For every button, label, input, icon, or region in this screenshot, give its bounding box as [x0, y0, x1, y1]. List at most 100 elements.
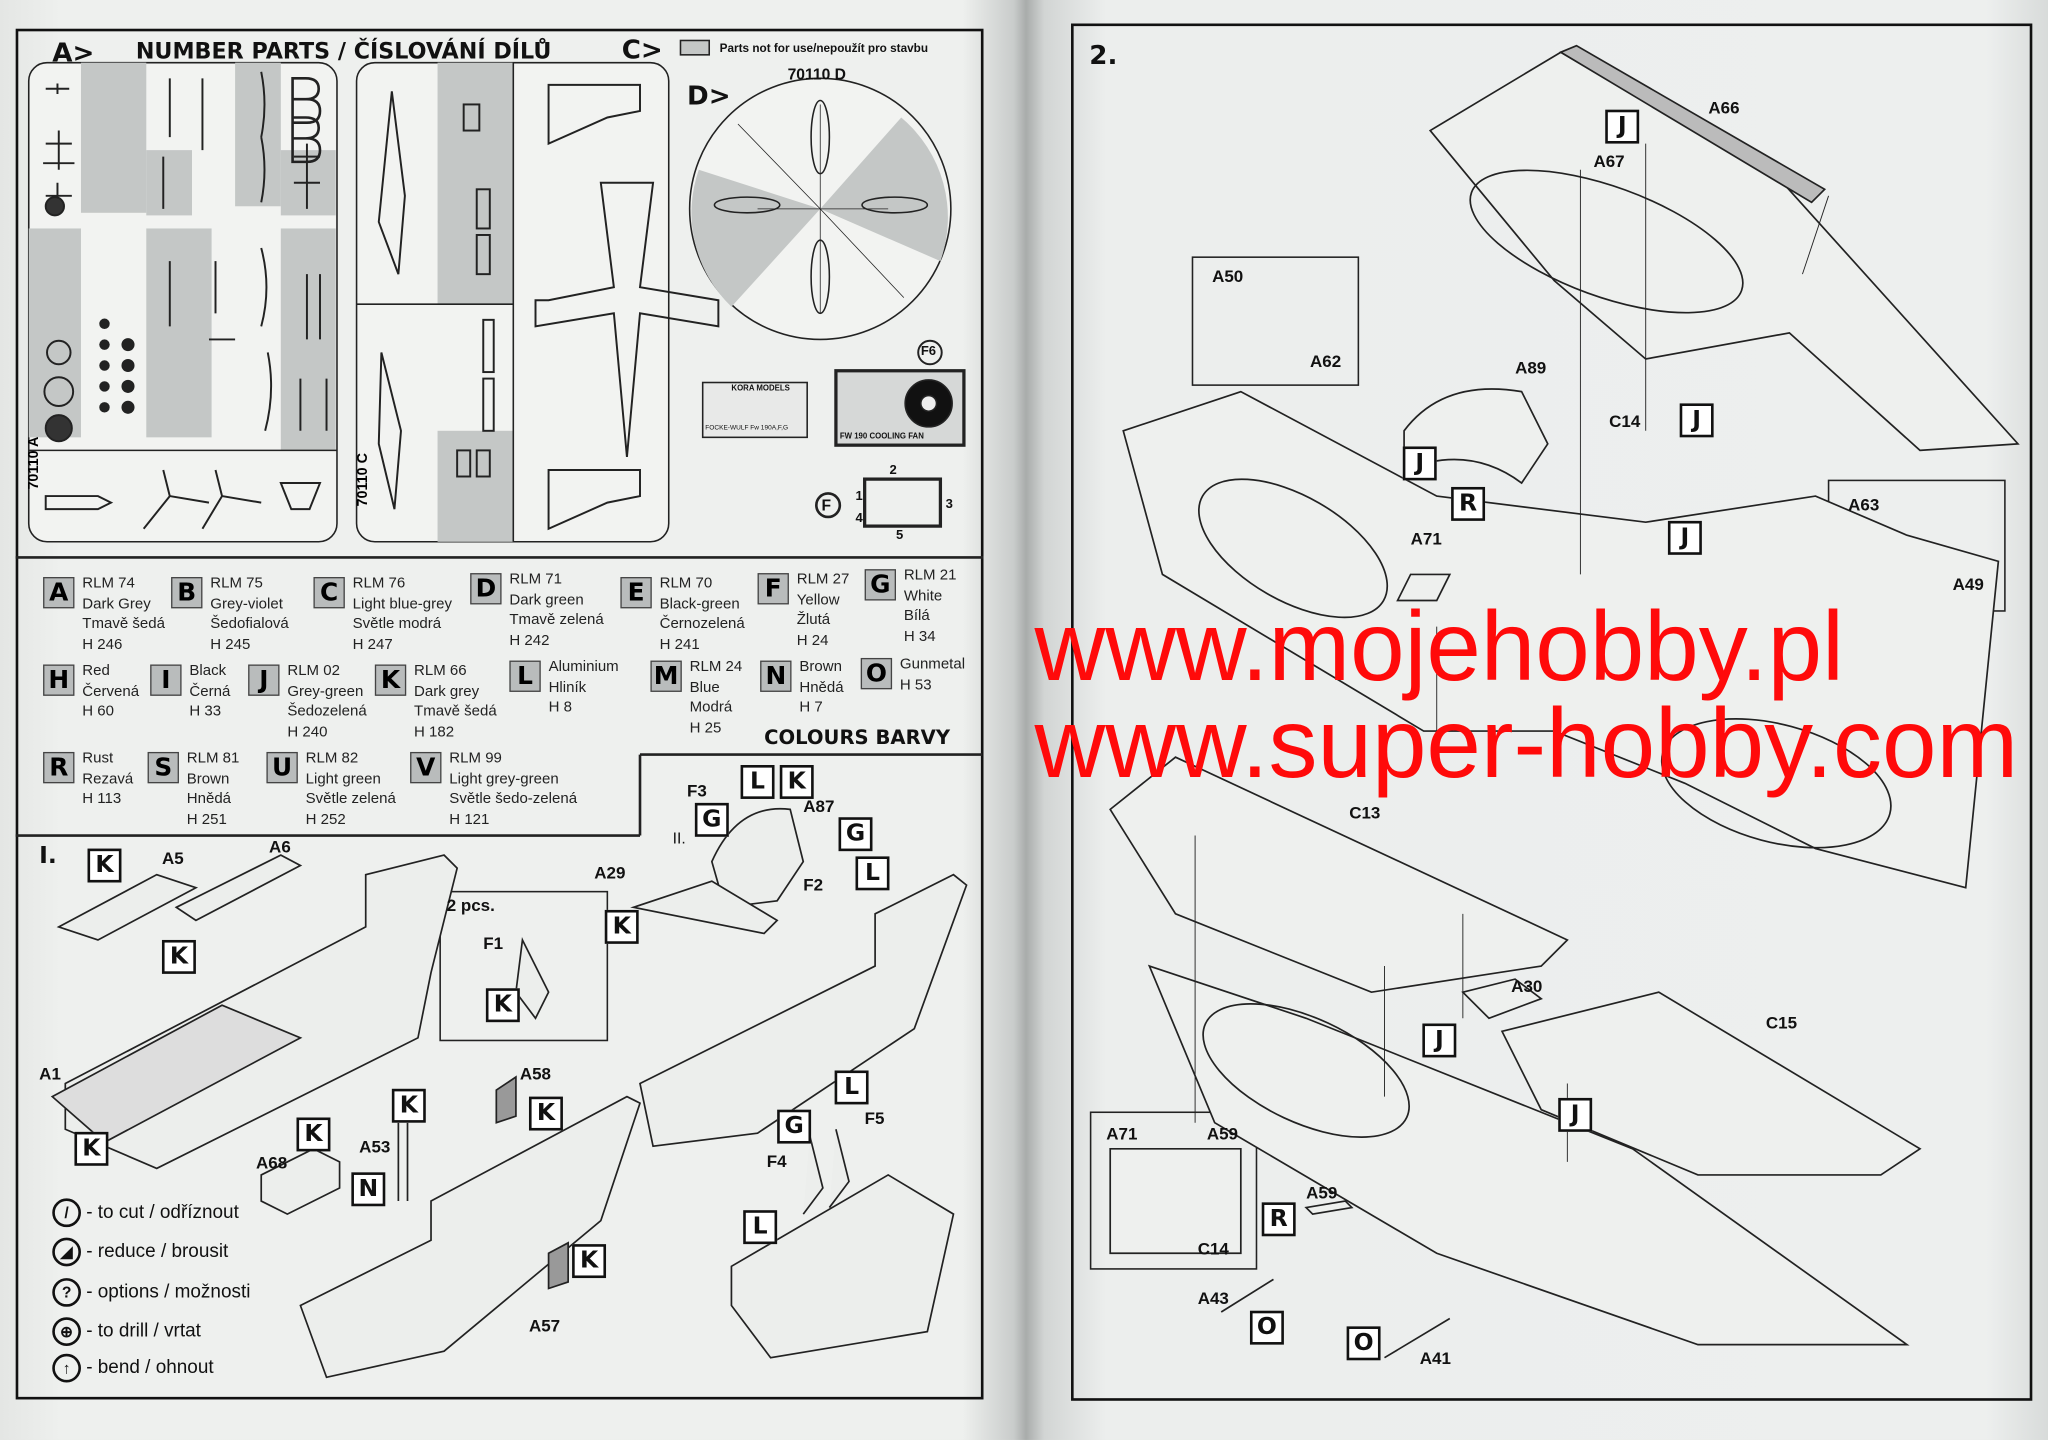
colour-line: Světle šedo-zelená: [449, 791, 578, 807]
colour-code: D: [470, 573, 502, 605]
colour-callout-box: K: [779, 765, 814, 799]
part-number-label: A53: [359, 1137, 391, 1157]
colour-line: H 7: [799, 699, 823, 716]
colour-line: Black: [189, 663, 227, 679]
colour-line: RLM 76: [352, 575, 406, 592]
colour-code: L: [509, 660, 541, 692]
colour-line: Grey-violet: [210, 595, 283, 612]
colour-code: N: [760, 660, 792, 692]
sprue-d-label: D>: [687, 79, 731, 111]
colour-line: RLM 74: [82, 575, 135, 592]
colour-line: H 246: [82, 636, 123, 653]
colour-line: H 252: [305, 811, 346, 828]
colour-code: M: [650, 660, 682, 692]
colour-line: Žlutá: [796, 612, 831, 628]
part-number-label: C14: [1609, 411, 1641, 431]
colour-callout-box: K: [604, 909, 639, 944]
fret-number: 2: [889, 463, 897, 478]
part-number-label: A58: [519, 1063, 551, 1084]
colour-line: Světle modrá: [352, 616, 442, 632]
colour-line: Black-green: [659, 595, 740, 612]
legend-item: /- to cut / odříznout: [52, 1198, 239, 1228]
colour-line: H 245: [210, 636, 251, 653]
part-number-label: A49: [1952, 574, 1984, 594]
colour-line: H 24: [796, 632, 829, 649]
colour-line: H 241: [659, 636, 700, 653]
colour-line: H 113: [82, 791, 122, 807]
step-1-title: I.: [39, 842, 57, 870]
part-number-label: F5: [864, 1108, 885, 1128]
colour-code: J: [248, 664, 280, 696]
reduce-icon: ◢: [52, 1237, 81, 1267]
sprue-d-number: 70110 D: [787, 65, 846, 84]
colour-line: Light blue-grey: [352, 595, 453, 612]
colour-line: White: [903, 588, 943, 604]
colour-line: Dark grey: [414, 683, 480, 700]
f-fret: [863, 477, 943, 528]
part-number-label: C14: [1197, 1238, 1229, 1259]
colour-callout-box: N: [351, 1172, 386, 1207]
colour-code: S: [147, 751, 179, 784]
colour-callout-box: K: [528, 1096, 563, 1131]
sprue-a-label: A>: [52, 36, 95, 68]
legend-text: - to drill / vrtat: [86, 1320, 201, 1342]
colour-code: V: [410, 751, 442, 784]
part-number-label: C15: [1765, 1013, 1798, 1033]
colour-line: RLM 71: [509, 571, 562, 588]
colour-callout-box: O: [1346, 1326, 1381, 1361]
fret-number: 5: [895, 528, 904, 544]
legend-item: ?- options / možnosti: [52, 1278, 250, 1307]
colour-line: H 182: [414, 723, 455, 740]
colour-line: Černozelená: [659, 616, 745, 632]
not-for-use-legend: Parts not for use/nepoužít pro stavbu: [719, 41, 929, 55]
options-icon: ?: [52, 1278, 81, 1307]
colour-callout-box: K: [161, 939, 196, 974]
colour-line: Yellow: [796, 592, 840, 608]
colour-callout-box: K: [296, 1117, 331, 1152]
colour-line: RLM 66: [414, 663, 467, 679]
part-number-label: A1: [39, 1063, 61, 1084]
kora-logo: KORA MODELS: [731, 385, 790, 393]
colour-code: F: [757, 573, 789, 605]
colour-line: Šedozelená: [287, 703, 367, 720]
colour-callout-box: R: [1261, 1202, 1296, 1237]
colour-line: H 121: [449, 811, 490, 828]
legend-text: - reduce / brousit: [86, 1241, 229, 1263]
colour-line: Rust: [82, 750, 114, 767]
colour-line: Tmavě šedá: [414, 703, 497, 720]
fret-f-label: F: [821, 496, 832, 515]
part-number-label: A30: [1511, 976, 1543, 997]
part-number-label: F2: [803, 874, 824, 895]
two-pieces-note: 2 pcs.: [446, 895, 495, 916]
colour-line: Light green: [305, 770, 381, 787]
colour-callout-box: L: [834, 1070, 869, 1105]
bend-icon: ↑: [52, 1353, 81, 1383]
part-number-label: A66: [1708, 97, 1740, 118]
sprue-c-label: C>: [621, 33, 663, 66]
part-number-label: A29: [594, 862, 626, 883]
fret-f6-label: F6: [920, 344, 937, 360]
colour-line: H 34: [903, 628, 936, 645]
part-number-label: A63: [1848, 494, 1880, 515]
colour-line: RLM 70: [659, 575, 713, 592]
colour-line: RLM 02: [287, 663, 340, 679]
colour-code: U: [266, 751, 298, 784]
colour-line: Červená: [82, 683, 140, 700]
colour-callout-box: L: [855, 856, 890, 891]
colour-line: Tmavě zelená: [509, 612, 604, 628]
colour-line: Dark green: [509, 592, 584, 608]
colour-line: Rezavá: [82, 770, 134, 787]
colour-line: Dark Grey: [82, 595, 151, 612]
sprue-c-number: 70110 C: [355, 453, 371, 507]
